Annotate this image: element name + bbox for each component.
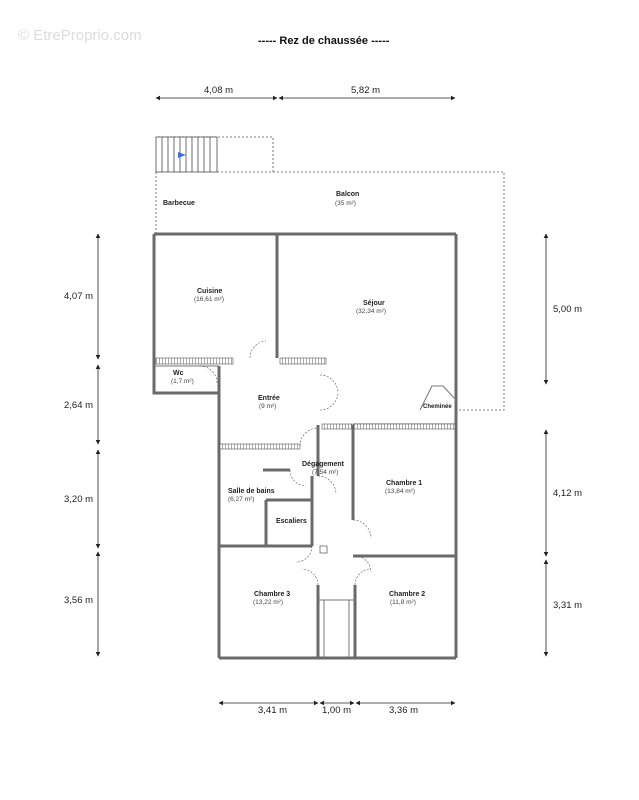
door-swings	[199, 340, 372, 586]
dimension-left-3: 3,20 m	[64, 494, 94, 505]
room-chambre2-area: (11,8 m²)	[390, 599, 416, 606]
dimension-right-1: 5,00 m	[553, 304, 583, 315]
room-cheminee-label: Cheminée	[423, 404, 452, 410]
room-chambre1-label: Chambre 1	[386, 480, 423, 487]
room-balcon-label: Balcon	[336, 191, 360, 198]
room-cuisine-label: Cuisine	[197, 288, 223, 295]
room-escaliers-label: Escaliers	[276, 518, 307, 525]
room-salle-de-bains-area: (6,27 m²)	[228, 496, 255, 503]
room-chambre3-area: (13,22 m²)	[253, 599, 283, 606]
room-barbecue-label: Barbecue	[163, 200, 195, 207]
dimension-left-1: 4,07 m	[64, 291, 94, 302]
room-chambre3-label: Chambre 3	[254, 591, 291, 598]
room-salle-de-bains-label: Salle de bains	[228, 488, 275, 495]
hatched-walls	[155, 357, 456, 450]
dimension-bottom-1: 3,41 m	[258, 705, 288, 716]
dimension-bottom-2: 1,00 m	[322, 705, 352, 716]
thin-walls	[154, 365, 457, 658]
dimension-right-2: 4,12 m	[553, 488, 583, 499]
room-chambre1-area: (13,84 m²)	[385, 488, 415, 495]
balcony-outline	[155, 136, 505, 411]
watermark: © EtreProprio.com	[18, 27, 142, 44]
room-degagement-area: (7,54 m²)	[312, 469, 339, 476]
page-title: ----- Rez de chaussée -----	[258, 35, 390, 47]
dimension-top-1: 4,08 m	[204, 85, 234, 96]
dimension-left-4: 3,56 m	[64, 595, 94, 606]
room-chambre2-label: Chambre 2	[389, 591, 426, 598]
room-sejour-area: (32,34 m²)	[356, 308, 386, 315]
room-balcon-area: (35 m²)	[335, 200, 356, 207]
room-wc-label: Wc	[173, 370, 184, 377]
exterior-stairs	[155, 136, 218, 173]
room-cuisine-area: (16,61 m²)	[194, 296, 224, 303]
dimension-right-3: 3,31 m	[553, 600, 583, 611]
room-wc-area: (1,7 m²)	[171, 378, 194, 385]
dimension-left-2: 2,64 m	[64, 400, 94, 411]
fixtures	[319, 545, 328, 554]
room-degagement-label: Dégagement	[302, 461, 345, 468]
room-sejour-label: Séjour	[363, 300, 385, 307]
room-entree-label: Entrée	[258, 395, 280, 402]
room-entree-area: (9 m²)	[259, 403, 277, 410]
dimension-bottom-3: 3,36 m	[389, 705, 419, 716]
dimension-top-2: 5,82 m	[351, 85, 381, 96]
